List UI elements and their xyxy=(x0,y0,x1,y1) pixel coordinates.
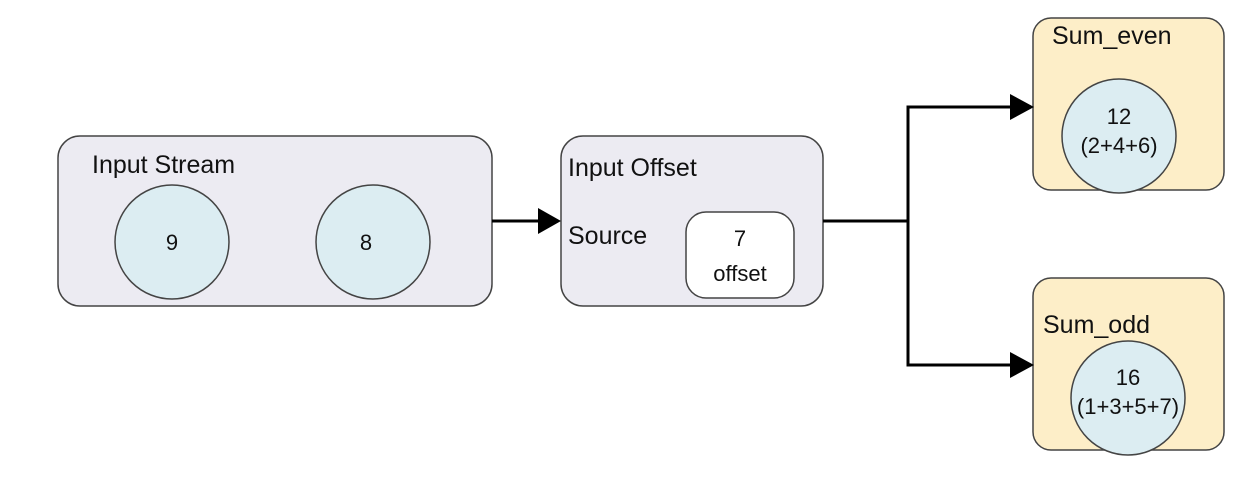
sum-even-node-circle xyxy=(1061,78,1177,194)
stream-node: 8 xyxy=(315,184,431,300)
sum-even-detail: (2+4+6) xyxy=(1080,133,1157,158)
source-label: Source xyxy=(568,222,647,250)
stream-node-circle xyxy=(114,184,230,300)
input-offset-label: Input Offset xyxy=(568,154,697,182)
offset-to-sum-odd-edge xyxy=(906,221,1012,367)
connectors xyxy=(492,94,1034,378)
input-stream-group: Input Stream 9 8 xyxy=(57,135,493,307)
stream-node-value: 9 xyxy=(166,230,178,255)
stream-to-offset-arrowhead xyxy=(538,208,561,234)
sum-even-group: Sum_even 12 (2+4+6) xyxy=(1032,17,1225,194)
sum-odd-group: Sum_odd 16 (1+3+5+7) xyxy=(1032,277,1225,456)
sum-odd-arrowhead xyxy=(1010,352,1034,378)
offset-box xyxy=(685,211,795,299)
sum-odd-node-circle xyxy=(1070,340,1186,456)
offset-caption: offset xyxy=(713,261,766,286)
input-offset-group: Input Offset Source 7 offset xyxy=(560,135,824,307)
sum-odd-label: Sum_odd xyxy=(1043,311,1150,339)
stream-node-value: 8 xyxy=(360,230,372,255)
stream-node-circle xyxy=(315,184,431,300)
sum-even-label: Sum_even xyxy=(1052,22,1172,50)
sum-odd-detail: (1+3+5+7) xyxy=(1077,394,1179,419)
input-stream-label: Input Stream xyxy=(92,151,235,179)
sum-even-arrowhead xyxy=(1010,94,1034,120)
offset-to-sum-even-edge xyxy=(906,105,1012,221)
offset-node: 7 offset xyxy=(685,211,795,299)
sum-even-value: 12 xyxy=(1107,104,1131,129)
stream-node: 9 xyxy=(114,184,230,300)
sum-odd-value: 16 xyxy=(1116,365,1140,390)
offset-value: 7 xyxy=(734,226,746,251)
